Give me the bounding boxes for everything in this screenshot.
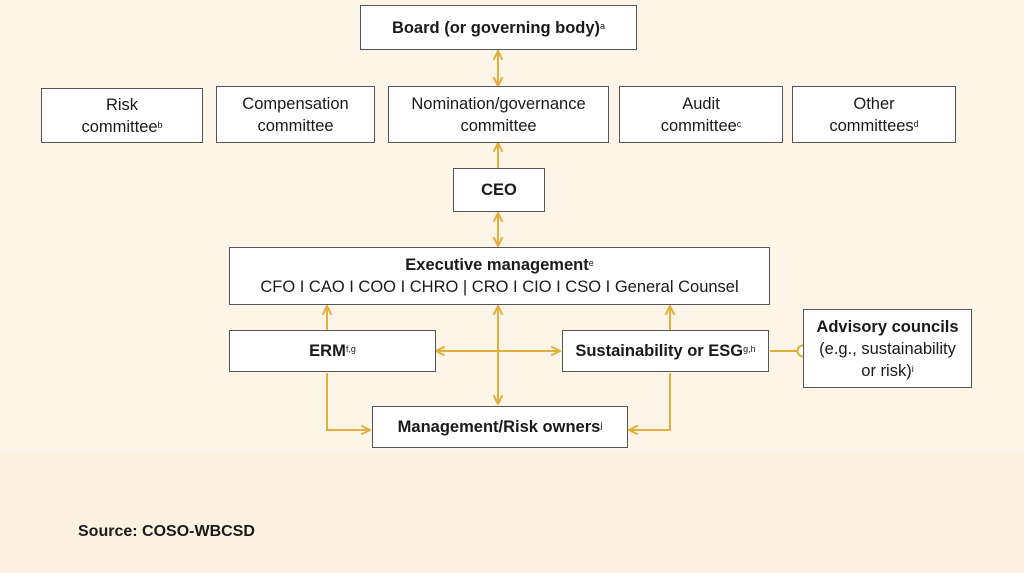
erm-box: ERMf,g <box>229 330 436 372</box>
sustainability-box: Sustainability or ESGg,h <box>562 330 769 372</box>
executive-management-box: Executive managemente CFO I CAO I COO I … <box>229 247 770 305</box>
nomination-committee-box: Nomination/governance committee <box>388 86 609 143</box>
compensation-committee-box: Compensation committee <box>216 86 375 143</box>
board-box: Board (or governing body)a <box>360 5 637 50</box>
risk-committee-box: Risk committeeb <box>41 88 203 143</box>
audit-committee-box: Audit committeec <box>619 86 783 143</box>
ceo-box: CEO <box>453 168 545 212</box>
connector-sustainability-owners <box>629 373 671 430</box>
risk-owners-box: Management/Risk ownersj <box>372 406 628 448</box>
source-caption: Source: COSO-WBCSD <box>78 523 255 540</box>
advisory-councils-box: Advisory councils (e.g., sustainability … <box>803 309 972 388</box>
connector-erm-owners <box>326 373 370 430</box>
footer-band <box>0 452 1024 573</box>
other-committees-box: Other committeesd <box>792 86 956 143</box>
